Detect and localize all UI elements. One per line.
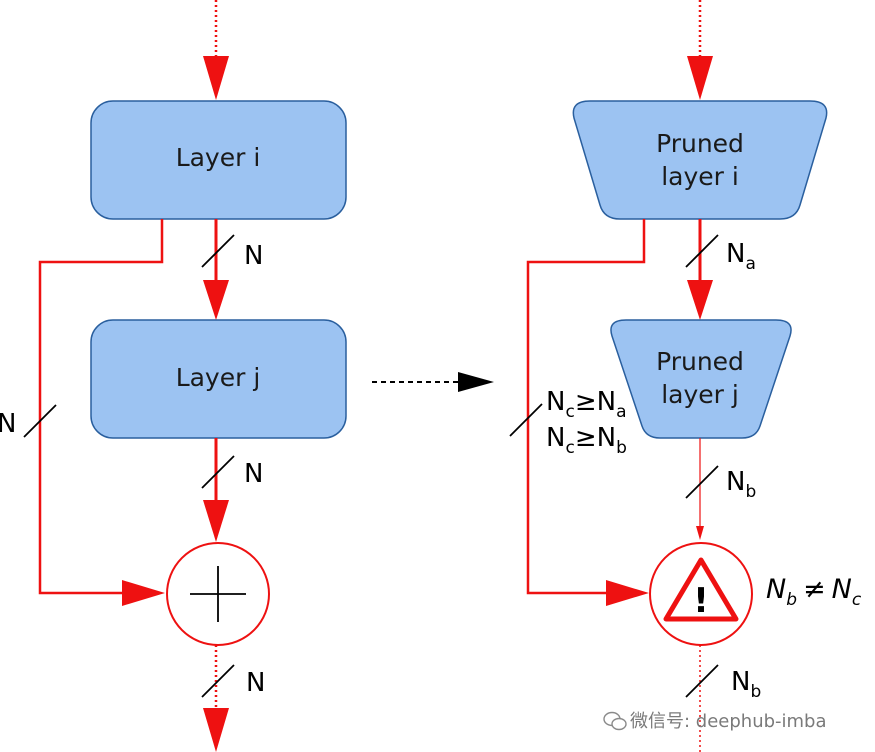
left-diagram: Layer i N Layer j N N N (0, 0, 347, 752)
pruned-layer-i-line1: Pruned (656, 129, 744, 158)
pruned-layer-i-box (572, 100, 828, 220)
left-ij-width-label: N (244, 241, 263, 271)
right-j-warn-slash (685, 465, 719, 499)
left-ij-arrowhead (203, 280, 229, 320)
layer-i-box (90, 100, 347, 220)
left-skip-connection (38, 219, 164, 595)
layer-j-box (90, 319, 347, 439)
left-skip-width-label: N (0, 409, 16, 439)
mismatch-label: Nb≠Nc (766, 574, 862, 610)
left-ij-slash (201, 234, 235, 268)
pruned-layer-i-line2: layer i (661, 162, 739, 191)
right-output-width-label: Nb (731, 667, 761, 702)
left-skip-arrowhead (122, 580, 165, 606)
left-output-slash (201, 664, 235, 698)
right-skip-connection (526, 219, 646, 595)
left-j-add-slash (201, 455, 235, 489)
warning-exclamation: ! (693, 581, 709, 621)
watermark: 微信号: deephub-imba (603, 711, 827, 732)
left-input-arrowhead (203, 56, 229, 100)
right-diagram: Pruned layer i Na Pruned layer j Nb Nc≥N… (509, 0, 862, 752)
right-j-warn-arrowhead (696, 526, 704, 540)
right-input-arrowhead (687, 56, 713, 100)
right-skip-arrowhead (606, 580, 649, 606)
warning-triangle-icon (663, 557, 739, 622)
right-ij-arrowhead (687, 280, 713, 320)
transform-arrow (372, 372, 494, 392)
pruned-layer-j-line1: Pruned (656, 347, 744, 376)
left-output-arrowhead (203, 708, 229, 752)
pruned-layer-j-box (610, 319, 792, 439)
left-skip-slash (23, 404, 57, 438)
left-j-add-width-label: N (244, 459, 263, 489)
right-output-slash (685, 664, 719, 698)
right-skip-slash (509, 403, 543, 437)
right-skip-cond-2: Nc≥Nb (546, 423, 627, 458)
layer-i-label: Layer i (176, 143, 261, 172)
right-ij-width-label: Na (726, 239, 756, 274)
layer-j-label: Layer j (176, 363, 261, 392)
watermark-text: 微信号: deephub-imba (630, 711, 827, 732)
right-skip-cond-1: Nc≥Na (546, 387, 626, 422)
transform-arrowhead (458, 372, 494, 392)
right-ij-slash (685, 234, 719, 268)
pruned-layer-j-line2: layer j (661, 380, 739, 409)
wechat-icon (603, 711, 627, 731)
right-j-warn-width-label: Nb (726, 467, 756, 502)
left-output-width-label: N (246, 668, 265, 698)
left-j-add-arrowhead (203, 500, 229, 542)
